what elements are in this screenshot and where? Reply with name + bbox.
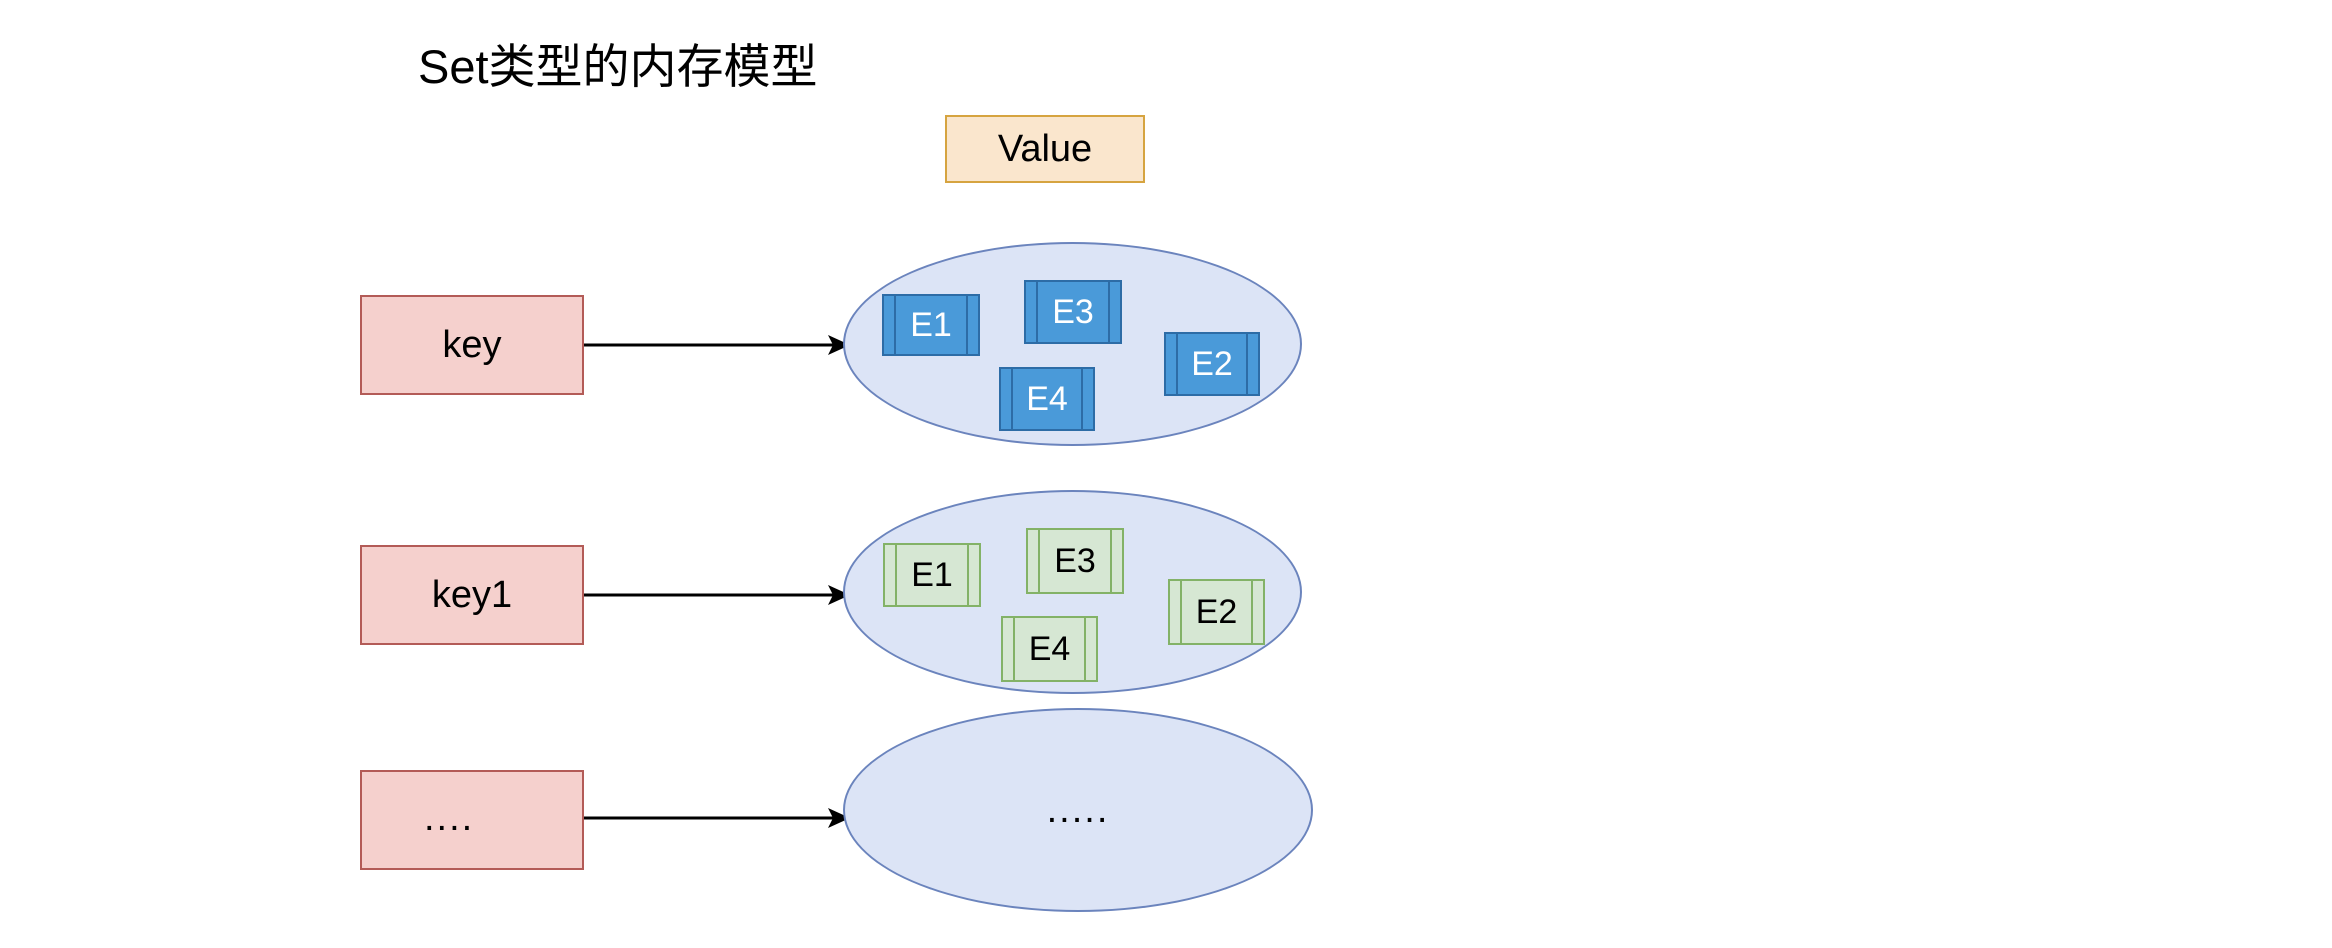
element-bar-right bbox=[1251, 581, 1253, 643]
element-label: E3 bbox=[1054, 542, 1096, 580]
element-box-e2-row1[interactable]: E2 bbox=[1164, 332, 1260, 396]
value-ellipse-row3: ..... bbox=[843, 708, 1313, 912]
element-box-e2-row2[interactable]: E2 bbox=[1168, 579, 1265, 645]
element-label: E1 bbox=[911, 556, 953, 594]
element-bar-right bbox=[1084, 618, 1086, 680]
element-bar-left bbox=[1013, 618, 1015, 680]
element-bar-right bbox=[1246, 334, 1248, 394]
element-bar-right bbox=[967, 545, 969, 605]
element-label: E4 bbox=[1028, 630, 1071, 668]
element-box-e4-row1[interactable]: E4 bbox=[999, 367, 1095, 431]
element-bar-right bbox=[1081, 369, 1083, 429]
value-legend-box: Value bbox=[945, 115, 1145, 183]
element-bar-left bbox=[894, 296, 896, 354]
element-bar-left bbox=[1038, 530, 1040, 592]
value-ellipse-row1: E1 E3 E2 E4 bbox=[843, 242, 1302, 446]
element-bar-left bbox=[1011, 369, 1013, 429]
element-bar-right bbox=[1108, 282, 1110, 342]
arrow-right-icon-row1 bbox=[584, 334, 850, 356]
element-box-e4-row2[interactable]: E4 bbox=[1001, 616, 1098, 682]
element-label: E2 bbox=[1191, 345, 1233, 383]
arrow-right-icon-row3 bbox=[584, 807, 850, 829]
element-bar-right bbox=[966, 296, 968, 354]
element-box-e3-row2[interactable]: E3 bbox=[1026, 528, 1124, 594]
element-label: E3 bbox=[1052, 293, 1094, 331]
element-label: E4 bbox=[1026, 380, 1068, 418]
key-box-row2[interactable]: key1 bbox=[360, 545, 584, 645]
ellipse-placeholder-text: ..... bbox=[1046, 788, 1110, 831]
element-box-e3-row1[interactable]: E3 bbox=[1024, 280, 1122, 344]
element-box-e1-row2[interactable]: E1 bbox=[883, 543, 981, 607]
element-bar-left bbox=[1176, 334, 1178, 394]
key-label-row3: .... bbox=[424, 797, 475, 839]
element-bar-left bbox=[1180, 581, 1182, 643]
page-title: Set类型的内存模型 bbox=[418, 40, 818, 93]
key-box-row3[interactable]: .... bbox=[360, 770, 584, 870]
element-bar-left bbox=[895, 545, 897, 605]
arrow-right-icon-row2 bbox=[584, 584, 850, 606]
key-label-row2: key1 bbox=[431, 573, 513, 616]
element-bar-left bbox=[1036, 282, 1038, 342]
element-box-e1-row1[interactable]: E1 bbox=[882, 294, 980, 356]
value-ellipse-row2: E1 E3 E2 E4 bbox=[843, 490, 1302, 694]
key-box-row1[interactable]: key bbox=[360, 295, 584, 395]
element-label: E1 bbox=[910, 306, 952, 344]
element-bar-right bbox=[1110, 530, 1112, 592]
value-legend-label: Value bbox=[997, 127, 1093, 170]
element-label: E2 bbox=[1195, 593, 1238, 631]
key-label-row1: key bbox=[442, 323, 502, 366]
